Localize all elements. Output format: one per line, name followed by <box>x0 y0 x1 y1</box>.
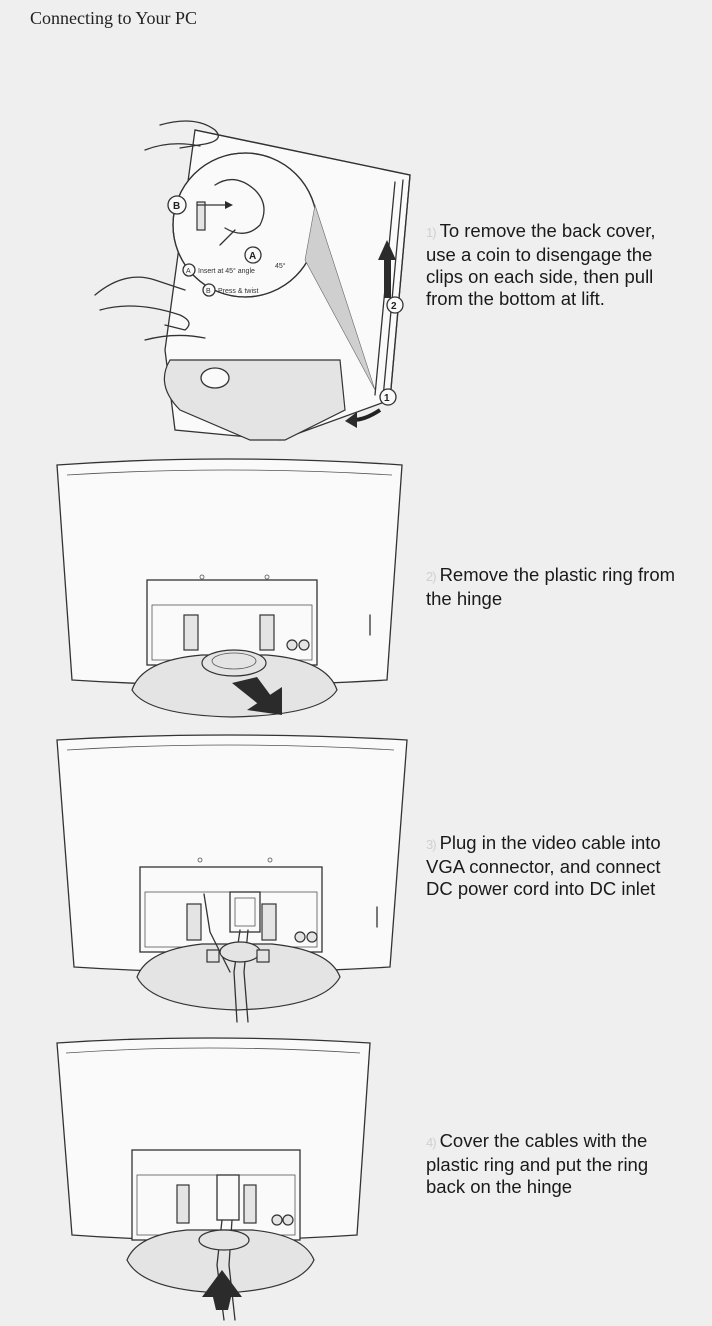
angle-label: 45° <box>275 262 286 270</box>
step-1-text: 1)To remove the back cover, use a coin t… <box>426 220 656 309</box>
note-insert-angle: Insert at 45° angle <box>198 267 255 275</box>
push-up-arrow-icon <box>202 1270 242 1297</box>
step-4-text: 4)Cover the cables with the plastic ring… <box>426 1130 649 1197</box>
back-cover-removal-illustration: B A 45° A Insert at 45° angle B Press & … <box>85 110 415 455</box>
svg-text:B: B <box>206 288 211 295</box>
pull-down-arrow-icon <box>247 687 282 715</box>
lift-arrow-icon <box>378 240 396 260</box>
step-2-text: 2)Remove the plastic ring from the hinge <box>426 564 676 609</box>
callout-a-label: A <box>249 251 256 262</box>
remove-ring-illustration <box>52 455 407 720</box>
page-title: Connecting to Your PC <box>30 8 198 28</box>
replace-ring-illustration <box>52 1035 372 1323</box>
callout-b-label: B <box>173 201 180 212</box>
step-3-text: 3)Plug in the video cable into VGA conne… <box>426 832 661 899</box>
step-marker-2: 2 <box>391 301 397 312</box>
note-press-twist: Press & twist <box>218 288 259 295</box>
svg-text:A: A <box>186 268 191 275</box>
step-marker-1: 1 <box>384 393 390 404</box>
pull-arrow-icon <box>345 412 357 428</box>
plug-cables-illustration <box>52 732 412 1027</box>
